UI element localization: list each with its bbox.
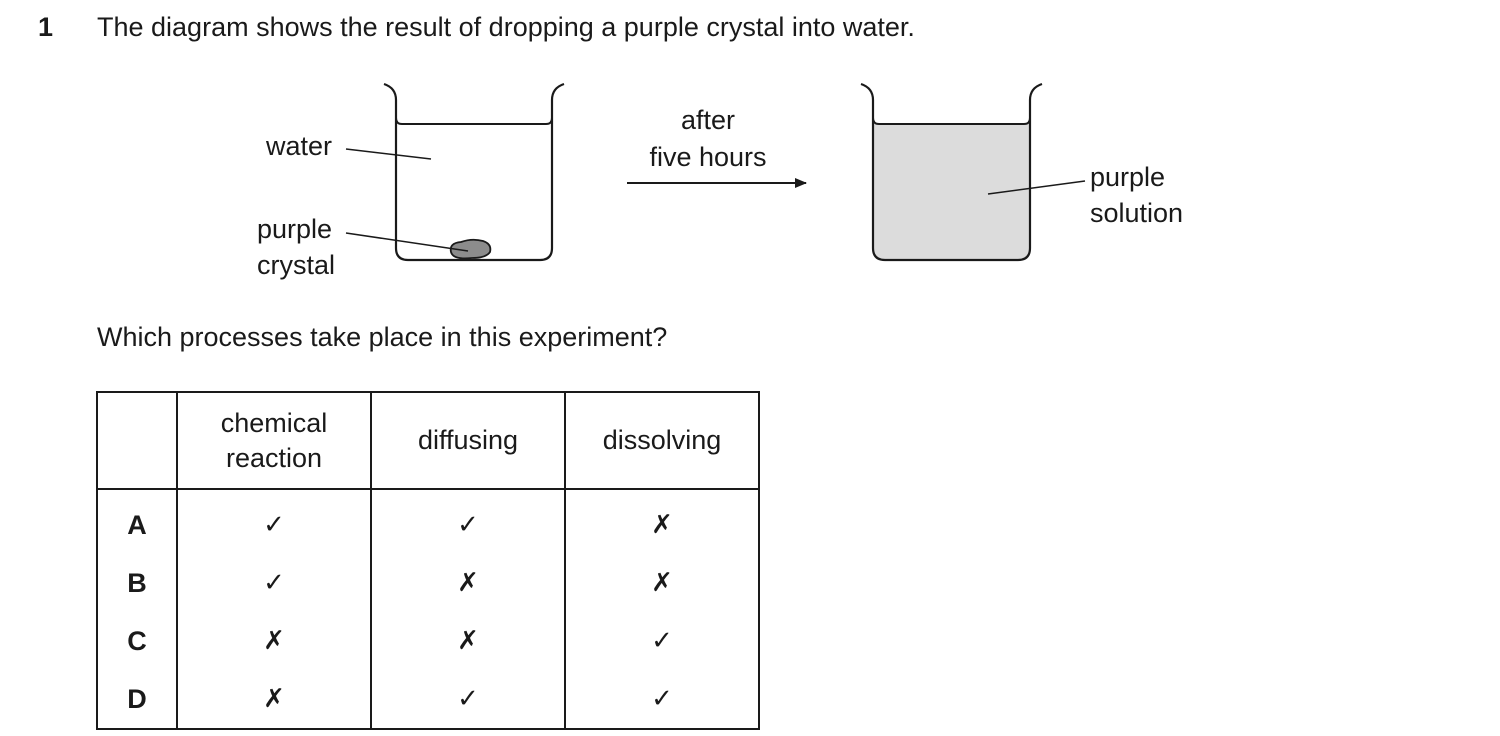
mark-diffusing: ✗ <box>370 554 566 612</box>
mark-dissolving: ✗ <box>564 554 760 612</box>
crystal-shape <box>449 238 492 260</box>
leader-solution <box>987 180 1086 195</box>
question-number: 1 <box>38 12 54 42</box>
mark-dissolving: ✓ <box>564 670 760 730</box>
leader-water <box>345 148 432 160</box>
sub-question-text: Which processes take place in this exper… <box>97 322 668 352</box>
beaker-water <box>383 82 565 262</box>
label-water: water <box>265 131 332 161</box>
header-diffusing: diffusing <box>370 391 566 490</box>
header-text: reaction <box>225 442 323 473</box>
label-crystal-line2: crystal <box>257 250 335 280</box>
header-empty-cell <box>96 391 178 490</box>
label-solution-line1: purple <box>1090 162 1165 192</box>
question-text: The diagram shows the result of dropping… <box>97 12 915 42</box>
header-row: chemical reaction diffusing dissolving <box>96 391 760 490</box>
label-crystal-line1: purple <box>257 214 332 244</box>
leader-crystal <box>345 232 469 252</box>
experiment-diagram: water purple crystal after five hours pu… <box>257 82 1183 280</box>
option-letter: B <box>96 554 178 612</box>
option-row-a: A ✓ ✓ ✗ <box>96 489 760 554</box>
arrow-label-line2: five hours <box>649 142 766 172</box>
mark-chemical-reaction: ✗ <box>176 670 372 730</box>
water-surface <box>395 117 553 125</box>
mark-chemical-reaction: ✓ <box>176 489 372 554</box>
solution-fill <box>873 124 1030 260</box>
mark-dissolving: ✗ <box>564 489 760 554</box>
option-row-d: D ✗ ✓ ✓ <box>96 670 760 730</box>
option-row-c: C ✗ ✗ ✓ <box>96 612 760 670</box>
mark-diffusing: ✗ <box>370 612 566 670</box>
option-row-b: B ✓ ✗ ✗ <box>96 554 760 612</box>
header-text: diffusing <box>417 425 519 455</box>
mark-diffusing: ✓ <box>370 670 566 730</box>
header-dissolving: dissolving <box>564 391 760 490</box>
solution-surface <box>872 117 1031 125</box>
mark-chemical-reaction: ✓ <box>176 554 372 612</box>
mark-diffusing: ✓ <box>370 489 566 554</box>
option-letter: A <box>96 489 178 554</box>
header-text: chemical <box>220 407 328 438</box>
option-letter: D <box>96 670 178 730</box>
answer-table: chemical reaction diffusing dissolving A… <box>96 391 760 730</box>
label-solution-line2: solution <box>1090 198 1183 228</box>
header-text: dissolving <box>602 425 722 455</box>
option-letter: C <box>96 612 178 670</box>
mark-dissolving: ✓ <box>564 612 760 670</box>
beaker-solution <box>860 82 1043 262</box>
arrow-label-line1: after <box>681 105 735 135</box>
header-chemical-reaction: chemical reaction <box>176 391 372 490</box>
mark-chemical-reaction: ✗ <box>176 612 372 670</box>
